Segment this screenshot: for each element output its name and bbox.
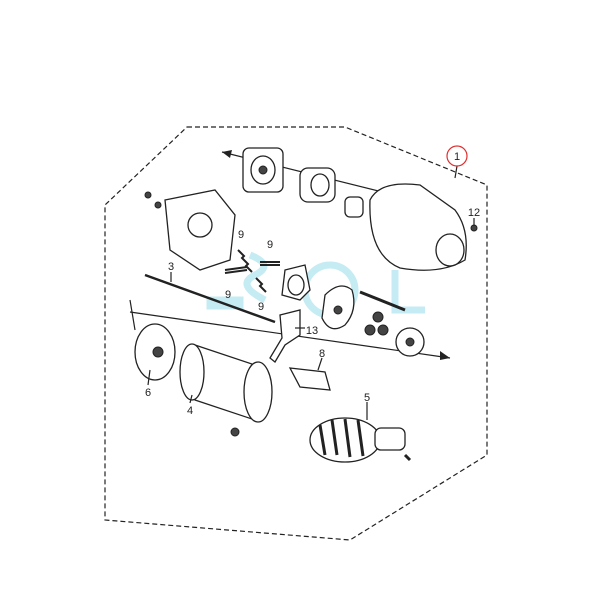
callout-13: 13 — [306, 325, 318, 337]
callout-5: 5 — [364, 392, 370, 404]
overrunning-clutch — [299, 167, 364, 218]
callout-9: 9 — [238, 229, 244, 241]
end-plate — [321, 285, 355, 330]
callout-1: 1 — [454, 151, 460, 163]
callout-12: 12 — [468, 207, 480, 219]
callout-4: 4 — [187, 405, 193, 417]
front-housing — [369, 183, 478, 271]
leader-lines — [147, 165, 475, 420]
terminal-plate — [288, 367, 331, 391]
yoke-housing — [179, 343, 273, 437]
callout-8: 8 — [319, 348, 325, 360]
pinion-gear — [242, 147, 284, 193]
callout-9: 9 — [267, 239, 273, 251]
callout-9: 9 — [225, 289, 231, 301]
rear-cover — [129, 299, 176, 381]
bracket — [269, 309, 301, 363]
callout-6: 6 — [145, 387, 151, 399]
brush-springs — [224, 249, 280, 293]
arrow-head-icon — [440, 351, 450, 360]
nuts — [364, 311, 389, 336]
arrow-head-icon — [222, 150, 232, 158]
through-bolt — [359, 290, 406, 312]
callout-9: 9 — [258, 301, 264, 313]
callout-1-circle — [446, 145, 468, 167]
armature — [309, 417, 412, 463]
solenoid — [144, 189, 236, 271]
rear-cap — [395, 327, 425, 357]
through-bolt — [144, 273, 276, 324]
callout-3: 3 — [168, 261, 174, 273]
assembly-frame — [104, 126, 488, 541]
brush-holder — [281, 264, 311, 301]
